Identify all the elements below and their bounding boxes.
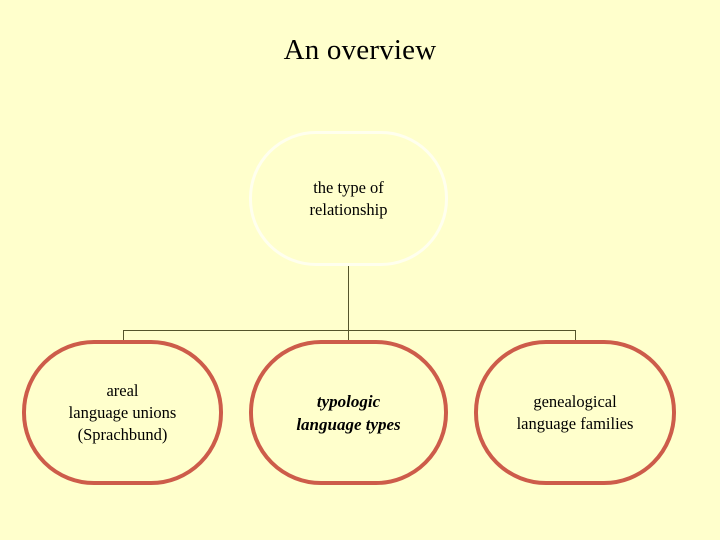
node-genealogical-language-families[interactable]: genealogical language families	[474, 340, 676, 485]
node-areal-language-unions[interactable]: areal language unions (Sprachbund)	[22, 340, 223, 485]
node-label: genealogical language families	[516, 391, 634, 433]
node-label: the type of relationship	[309, 177, 388, 219]
page-title: An overview	[283, 34, 437, 66]
node-typologic-language-types[interactable]: typologic language types	[249, 340, 448, 485]
node-label: areal language unions (Sprachbund)	[68, 380, 177, 444]
node-label: typologic language types	[296, 391, 401, 434]
node-type-of-relationship[interactable]: the type of relationship	[249, 131, 448, 266]
